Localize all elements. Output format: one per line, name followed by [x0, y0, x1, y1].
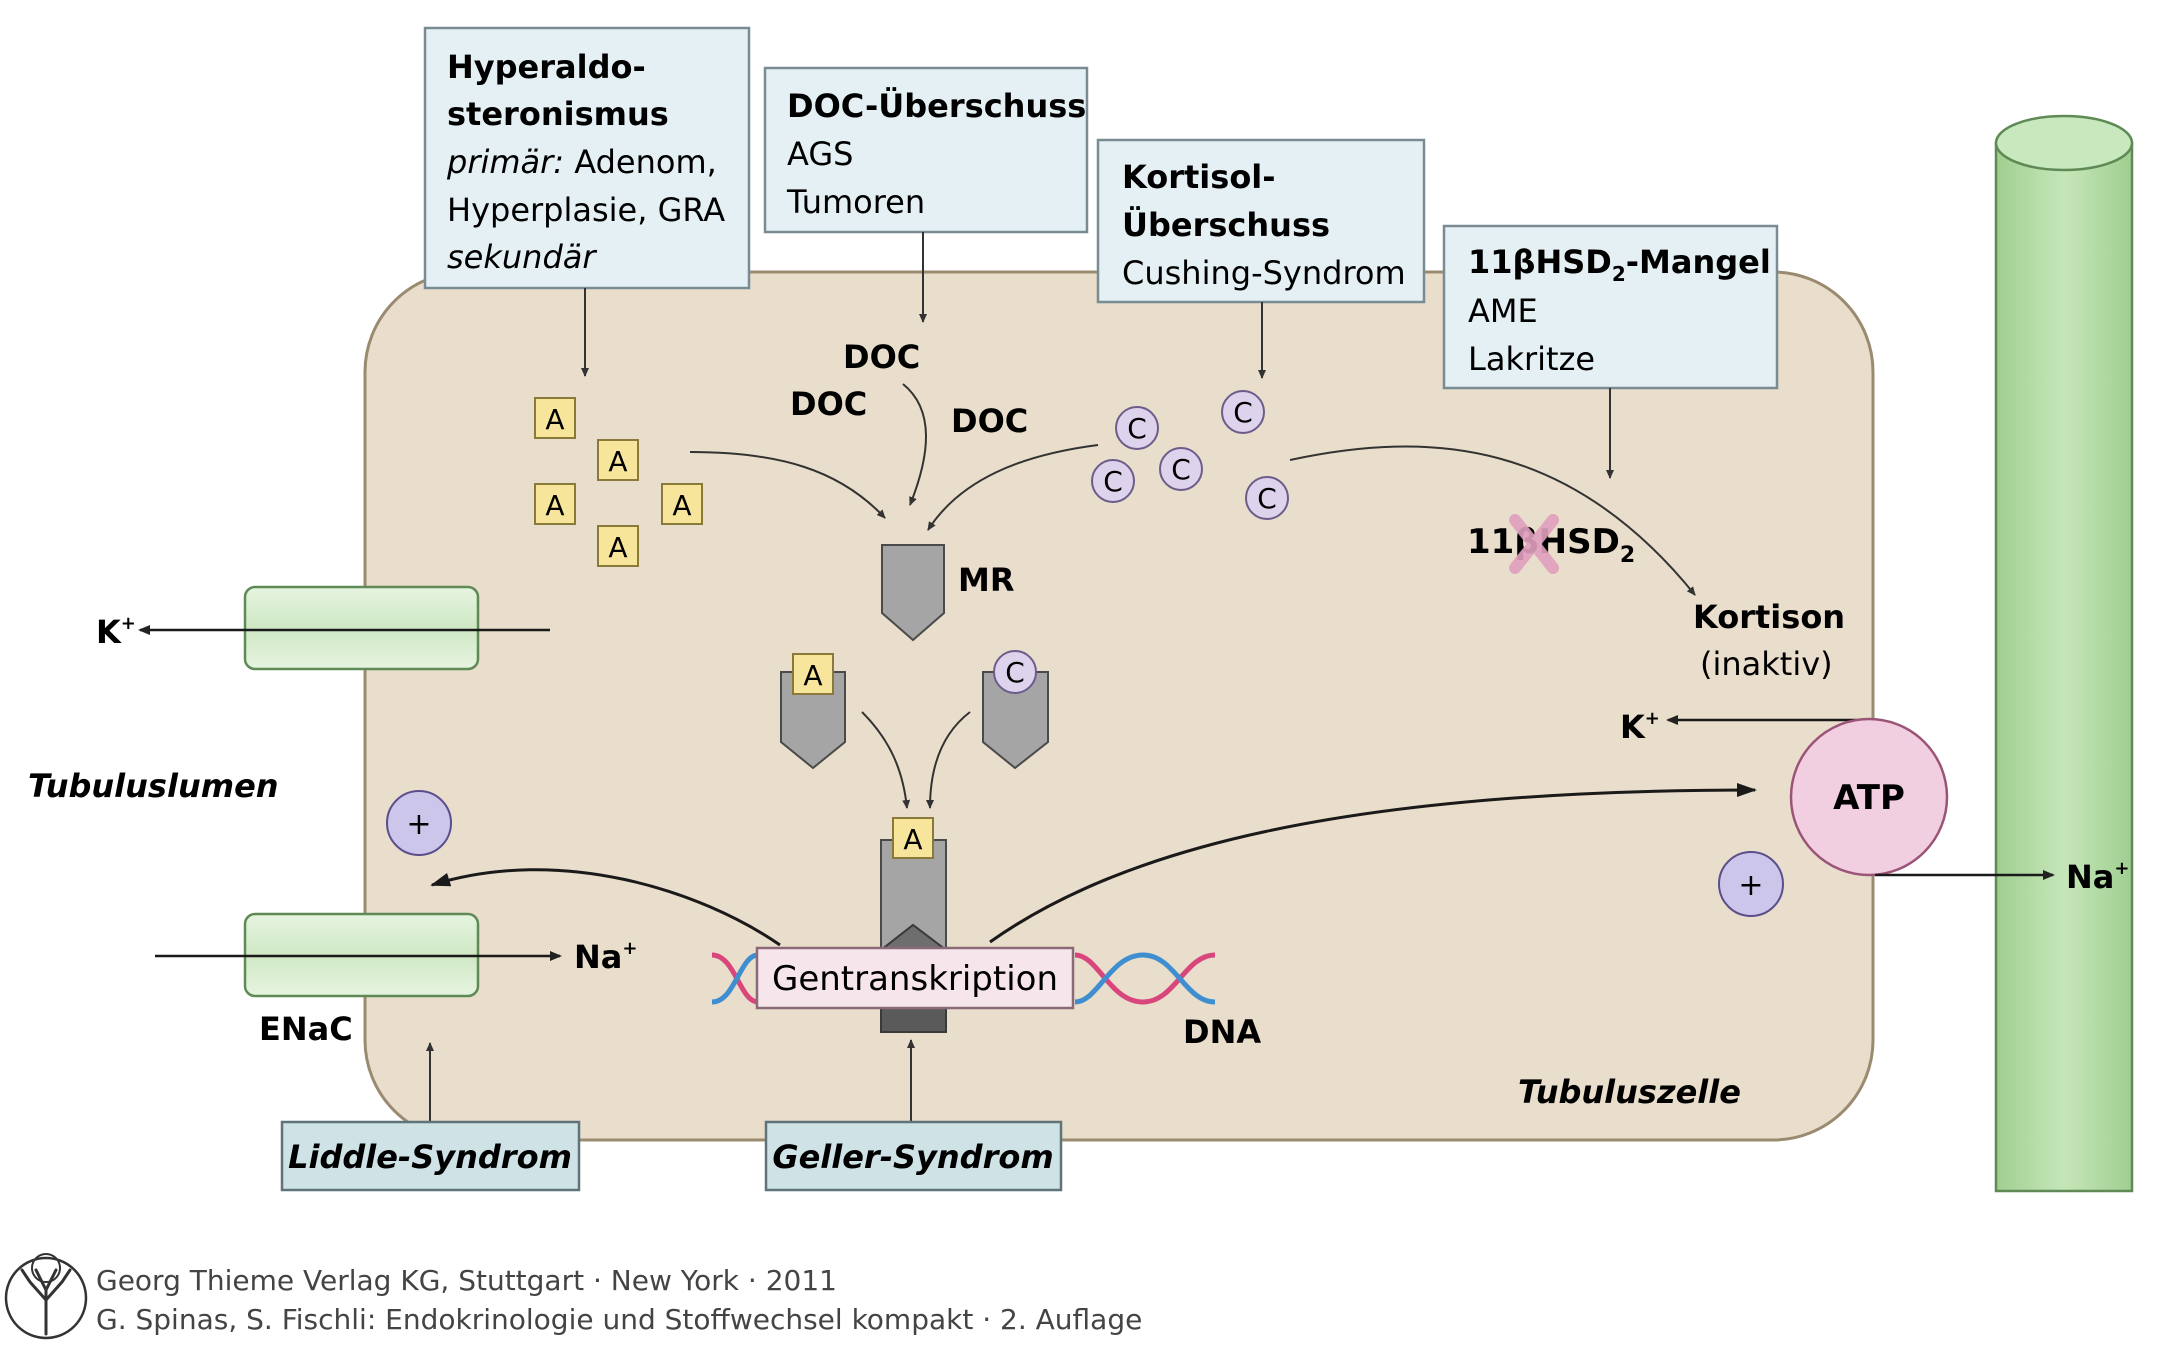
dna-helix [711, 952, 1216, 1005]
arrow-cortisol-to-kortison [1289, 445, 1696, 596]
blocked-x-icon [1509, 514, 1559, 574]
arrow-aldo-receptor-down [861, 711, 911, 809]
receptor-aldosterone-bound: A [780, 653, 846, 770]
cortisol-molecule: C [1221, 390, 1265, 434]
hyperaldo-title1: Hyperaldo- [447, 48, 646, 86]
gene-transcription-box: Gentranskription [755, 946, 1075, 1010]
svg-text:C: C [1233, 396, 1253, 429]
hyperaldo-line4: Hyperplasie, GRA [447, 191, 725, 229]
arrow-doc-to-mr [902, 383, 927, 506]
atp-label: ATP [1833, 778, 1905, 818]
aldosterone-molecule: A [597, 525, 639, 567]
hsd-box-title: 11βHSD2-Mangel [1468, 243, 1771, 286]
na-ion-label-left: Na+ [574, 938, 637, 976]
footer-line2: G. Spinas, S. Fischli: Endokrinologie un… [96, 1303, 1142, 1336]
kortisol-box-title1: Kortisol- [1122, 158, 1276, 196]
svg-text:A: A [608, 531, 627, 564]
cortisol-cluster: C C C C C [1091, 390, 1289, 520]
aldosterone-molecule: A [534, 397, 576, 439]
blood-vessel [1994, 114, 2134, 1193]
kortison-inactive-label: (inaktiv) [1700, 645, 1833, 683]
svg-text:C: C [1103, 465, 1123, 498]
tubuluszelle-label: Tubuluszelle [1518, 1073, 1741, 1111]
receptor-cortisol-bound: C [982, 650, 1049, 770]
arrow-aldo-to-mr [689, 451, 886, 519]
liddle-label: Liddle-Syndrom [288, 1138, 572, 1176]
aldosterone-molecule: A [597, 439, 639, 481]
enac-label: ENaC [259, 1010, 353, 1048]
hyperaldo-title2: steronismus [447, 95, 669, 133]
tubuluslumen-label: Tubuluslumen [28, 767, 279, 805]
svg-text:A: A [903, 823, 922, 856]
box-11bhsd2-deficiency: 11βHSD2-Mangel AME Lakritze [1442, 224, 1779, 390]
hsd-box-line2: AME [1468, 292, 1538, 330]
doc-box-line2: AGS [787, 135, 853, 173]
cortisol-molecule: C [1115, 406, 1159, 450]
atp-pump: ATP [1789, 717, 1949, 877]
arrow-cortisol-to-mr [927, 444, 1099, 531]
kortisol-box-title2: Überschuss [1122, 206, 1330, 244]
footer-line1: Georg Thieme Verlag KG, Stuttgart · New … [96, 1264, 837, 1297]
doc-box-title: DOC-Überschuss [787, 87, 1086, 125]
svg-text:C: C [1257, 482, 1277, 515]
cortisol-molecule: C [1091, 459, 1135, 503]
aldosterone-molecule: A [661, 483, 703, 525]
kortisol-box-line3: Cushing-Syndrom [1122, 254, 1406, 292]
k-ion-label-left: K+ [96, 613, 136, 651]
k-ion-label-right: K+ [1620, 708, 1660, 746]
cortisol-molecule: C [1245, 476, 1289, 520]
box-geller-syndrome: Geller-Syndrom [764, 1120, 1063, 1192]
box-liddle-syndrome: Liddle-Syndrom [280, 1120, 581, 1192]
box-hyperaldosteronismus: Hyperaldo- steronismus primär: Adenom, H… [423, 26, 751, 290]
mr-label: MR [958, 561, 1014, 599]
doc-label-3: DOC [951, 402, 1028, 440]
box-cortisol-excess: Kortisol- Überschuss Cushing-Syndrom [1096, 138, 1426, 304]
cortisol-molecule: C [1159, 447, 1203, 491]
aldosterone-molecule: A [534, 483, 576, 525]
svg-text:+: + [406, 807, 431, 842]
positive-charge-icon: + [1718, 851, 1784, 917]
tubular-cell [363, 270, 1875, 1142]
publisher-logo [4, 1253, 88, 1340]
dna-label: DNA [1183, 1013, 1261, 1051]
svg-text:A: A [545, 403, 564, 436]
hyperaldo-line3: primär: Adenom, [446, 143, 717, 181]
arrow-transcription-to-enac [430, 868, 781, 947]
geller-label: Geller-Syndrom [772, 1138, 1053, 1176]
svg-text:C: C [1005, 656, 1025, 689]
kortison-label: Kortison [1693, 598, 1845, 636]
svg-text:A: A [672, 489, 691, 522]
doc-box-line3: Tumoren [786, 183, 925, 221]
box-doc-excess: DOC-Überschuss AGS Tumoren [763, 66, 1089, 234]
hsd-box-line3: Lakritze [1468, 340, 1595, 378]
arrow-transcription-to-atp [989, 783, 1757, 944]
enzyme-11bhsd2: 11βHSD2 [1467, 514, 1635, 574]
mineralocorticoid-receptor: MR [881, 544, 1014, 642]
svg-text:A: A [545, 489, 564, 522]
aldosterone-cluster: A A A A A [534, 397, 703, 567]
positive-charge-icon: + [386, 790, 452, 856]
doc-label-1: DOC [843, 338, 920, 376]
potassium-channel [243, 585, 480, 671]
arrow-cortisol-receptor-down [926, 711, 971, 809]
svg-text:+: + [1738, 868, 1763, 903]
svg-text:C: C [1171, 453, 1191, 486]
gentranskription-label: Gentranskription [772, 959, 1058, 999]
hyperaldo-line5: sekundär [447, 238, 597, 276]
svg-text:A: A [608, 445, 627, 478]
doc-label-2: DOC [790, 385, 867, 423]
svg-text:A: A [803, 659, 822, 692]
na-ion-label-right: Na+ [2066, 858, 2129, 896]
svg-text:C: C [1127, 412, 1147, 445]
